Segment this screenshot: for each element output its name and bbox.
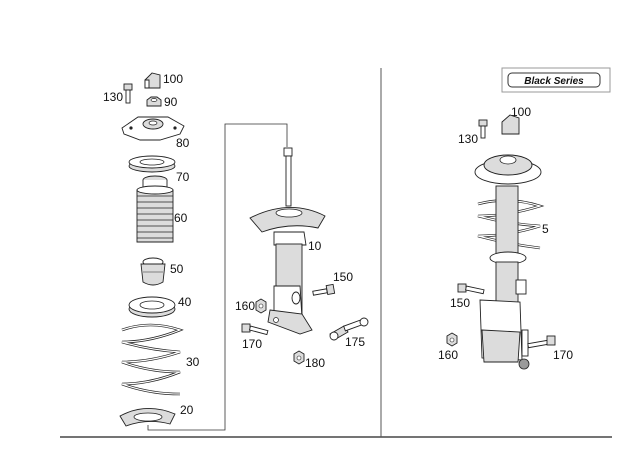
part-50-bump-stop bbox=[140, 257, 166, 286]
label-right-150: 150 bbox=[450, 296, 470, 310]
label-mid-180: 180 bbox=[305, 356, 325, 370]
label-mid-150: 150 bbox=[333, 270, 353, 284]
part-170-bolt bbox=[241, 323, 269, 336]
label-right-130: 130 bbox=[458, 132, 478, 146]
label-mid-170: 170 bbox=[242, 337, 262, 351]
label-left-60: 60 bbox=[174, 211, 188, 225]
label-left-50: 50 bbox=[170, 262, 184, 276]
part-80-strut-mount bbox=[121, 116, 185, 141]
part-130-bolt bbox=[123, 83, 133, 104]
part-160-nut bbox=[255, 298, 267, 314]
part-150-bolt-right bbox=[457, 283, 485, 295]
label-left-130: 130 bbox=[103, 90, 123, 104]
part-150-bolt bbox=[312, 283, 336, 296]
label-left-20: 20 bbox=[180, 403, 194, 417]
part-5-strut-assembly bbox=[474, 154, 545, 370]
part-170-bolt-right bbox=[527, 335, 556, 349]
part-90-nut bbox=[146, 96, 162, 107]
label-left-40: 40 bbox=[178, 295, 192, 309]
part-20-lower-seat bbox=[119, 408, 176, 427]
part-30-coil-spring bbox=[121, 323, 184, 396]
label-right-170: 170 bbox=[553, 348, 573, 362]
part-130-bolt-right bbox=[478, 119, 488, 139]
label-left-30: 30 bbox=[186, 355, 200, 369]
label-mid-160: 160 bbox=[235, 299, 255, 313]
part-100-stop-right bbox=[501, 114, 520, 135]
label-mid-175: 175 bbox=[345, 335, 365, 349]
badge-label: Black Series bbox=[524, 76, 584, 87]
part-175-link bbox=[329, 317, 369, 341]
assembly-bracket bbox=[147, 123, 288, 431]
black-series-badge: Black Series bbox=[501, 67, 611, 93]
label-right-5: 5 bbox=[542, 222, 549, 236]
part-10-shock-absorber bbox=[249, 147, 326, 335]
label-left-70: 70 bbox=[176, 170, 190, 184]
label-left-90: 90 bbox=[164, 95, 178, 109]
part-100-stop bbox=[144, 72, 161, 89]
part-40-spring-pad bbox=[128, 296, 176, 318]
label-mid-10: 10 bbox=[308, 239, 322, 253]
part-160-nut-right bbox=[446, 332, 458, 347]
label-left-100: 100 bbox=[163, 72, 183, 86]
part-70-bearing bbox=[128, 155, 176, 173]
label-right-160: 160 bbox=[438, 348, 458, 362]
label-right-100: 100 bbox=[511, 105, 531, 119]
label-left-80: 80 bbox=[176, 136, 190, 150]
part-60-dust-boot bbox=[136, 175, 174, 243]
part-180-nut bbox=[293, 350, 305, 365]
